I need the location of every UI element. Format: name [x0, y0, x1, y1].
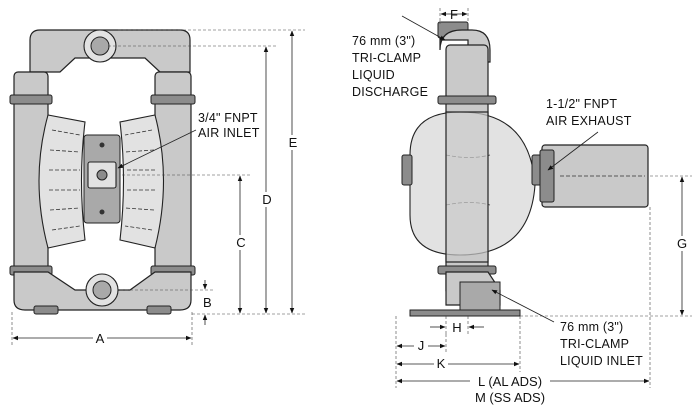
discharge-callout-line3: LIQUID	[352, 68, 395, 82]
dim-label-E: E	[289, 135, 298, 150]
air-inlet-callout-line1: 3/4" FNPT	[198, 111, 258, 125]
exhaust-callout-line1: 1-1/2" FNPT	[546, 97, 617, 111]
dim-label-F: F	[450, 7, 458, 22]
dim-label-C: C	[236, 235, 245, 250]
dim-label-K: K	[437, 356, 446, 371]
dim-label-H: H	[452, 320, 461, 335]
side-view-pump	[401, 21, 649, 317]
front-view-pump	[9, 29, 196, 315]
dim-label-A: A	[96, 331, 105, 346]
inlet-callout-line2: TRI-CLAMP	[560, 337, 629, 351]
exhaust-callout-line2: AIR EXHAUST	[546, 114, 632, 128]
dim-label-M: M (SS ADS)	[475, 390, 545, 405]
air-inlet-callout-line2: AIR INLET	[198, 126, 260, 140]
discharge-callout-line2: TRI-CLAMP	[352, 51, 421, 65]
inlet-callout-line3: LIQUID INLET	[560, 354, 643, 368]
dim-label-J: J	[418, 338, 425, 353]
dim-label-B: B	[203, 295, 212, 310]
inlet-callout-line1: 76 mm (3")	[560, 320, 623, 334]
discharge-callout-line4: DISCHARGE	[352, 85, 428, 99]
dim-label-D: D	[262, 192, 271, 207]
dim-label-G: G	[677, 236, 687, 251]
discharge-callout-line1: 76 mm (3")	[352, 34, 415, 48]
dim-label-L: L (AL ADS)	[478, 374, 542, 389]
